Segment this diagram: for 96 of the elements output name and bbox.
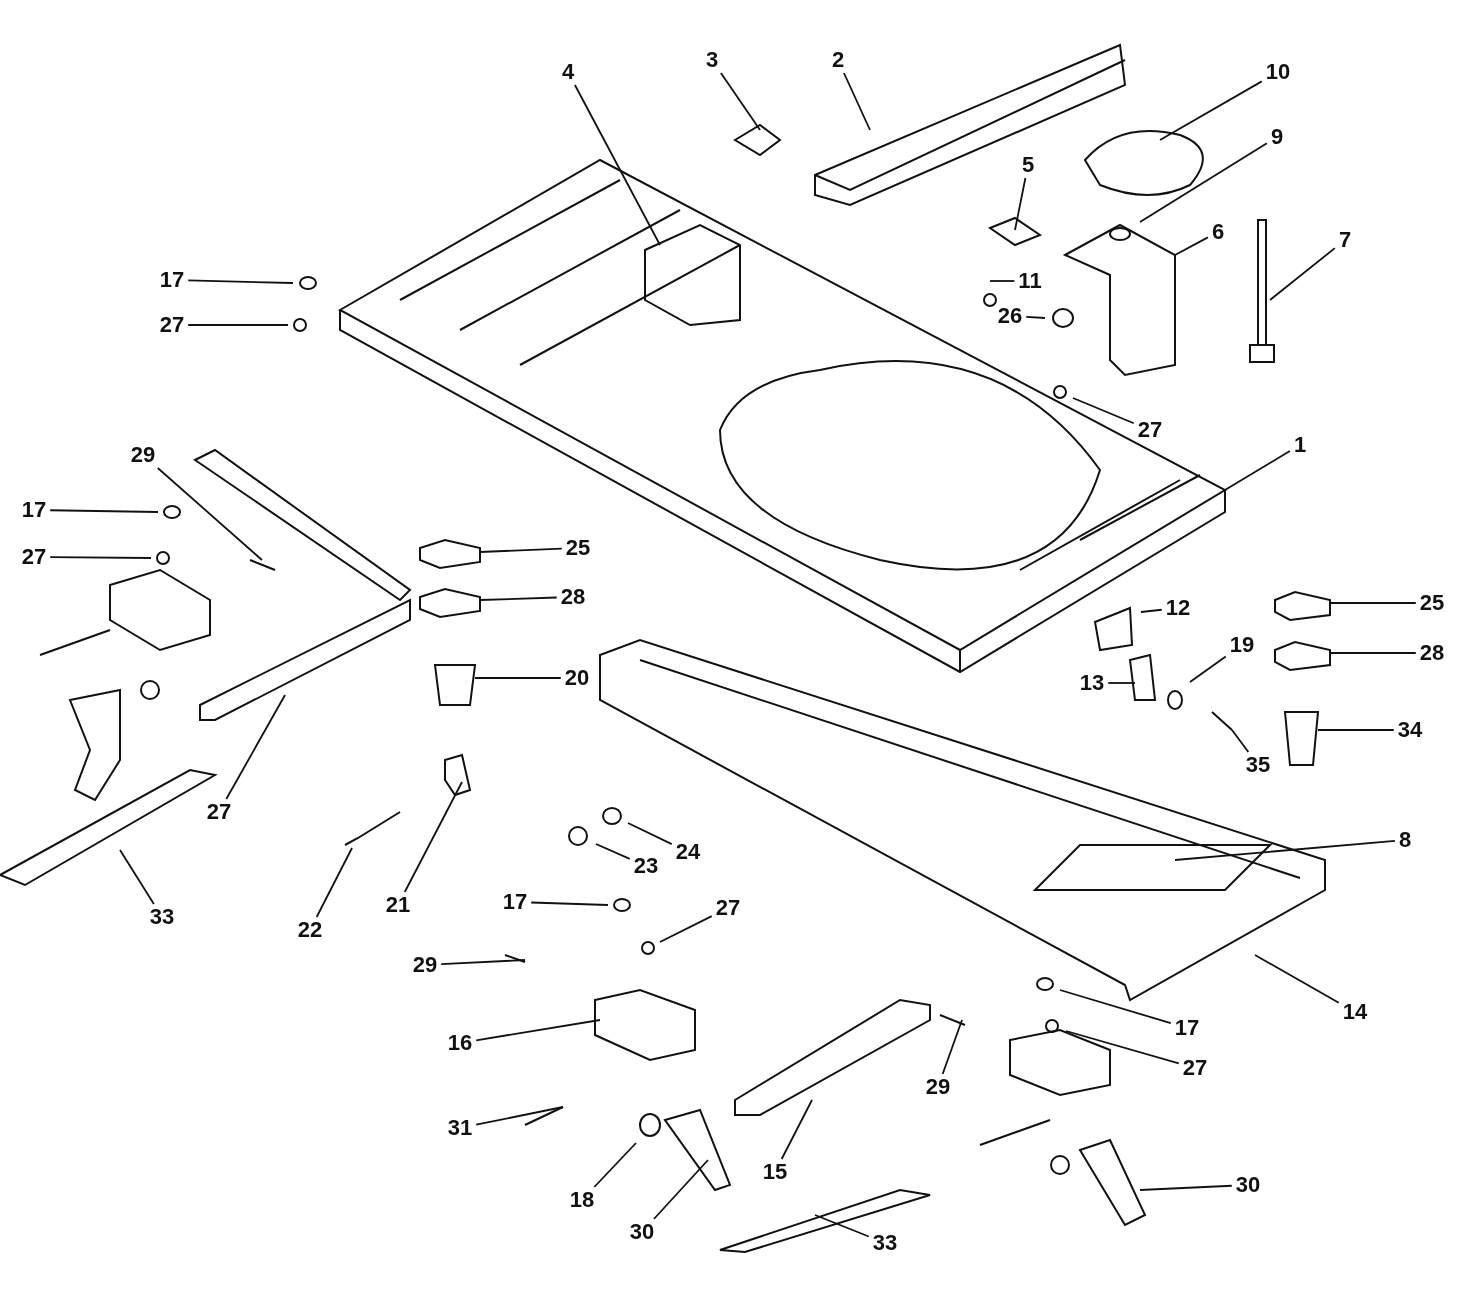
- callout-number: 17: [20, 498, 48, 522]
- callout-number: 4: [560, 60, 576, 84]
- callout-number: 23: [632, 854, 660, 878]
- callout-number: 6: [1210, 220, 1226, 244]
- leader-line: [1139, 1184, 1233, 1191]
- callout-number: 20: [563, 666, 591, 690]
- callout-number: 25: [1418, 591, 1446, 615]
- leader-line: [187, 324, 289, 326]
- leader-line: [119, 849, 155, 905]
- callout-number: 16: [446, 1031, 474, 1055]
- leader-line: [1189, 655, 1227, 683]
- leader-line: [574, 84, 661, 246]
- callout-number: 8: [1397, 828, 1413, 852]
- callout-number: 12: [1164, 596, 1192, 620]
- leader-line: [49, 556, 152, 559]
- leader-line: [403, 781, 463, 893]
- leader-line: [1224, 450, 1291, 491]
- callout-number: 27: [1136, 418, 1164, 442]
- callout-number: 30: [628, 1220, 656, 1244]
- callout-number: 17: [158, 268, 186, 292]
- callout-number: 24: [674, 840, 702, 864]
- callout-number: 33: [871, 1231, 899, 1255]
- leader-line: [1231, 729, 1250, 753]
- callout-number: 3: [704, 48, 720, 72]
- callout-number: 15: [761, 1160, 789, 1184]
- callout-number: 35: [1244, 753, 1272, 777]
- callout-number: 11: [1017, 269, 1043, 293]
- callout-number: 29: [411, 953, 439, 977]
- leader-line: [1140, 608, 1163, 613]
- leader-line: [225, 694, 286, 800]
- leader-line: [720, 72, 761, 131]
- callout-number: 2: [830, 48, 846, 72]
- callout-number: 33: [148, 905, 176, 929]
- leader-line: [843, 72, 871, 131]
- leader-line: [653, 1159, 709, 1220]
- leader-line: [595, 843, 631, 860]
- leader-line: [1329, 602, 1417, 604]
- callout-number: 10: [1264, 60, 1292, 84]
- callout-number: 22: [296, 918, 324, 942]
- callout-number: 19: [1228, 633, 1256, 657]
- leader-line: [814, 1214, 870, 1238]
- callout-number: 26: [996, 304, 1024, 328]
- callout-number: 17: [1173, 1016, 1201, 1040]
- callout-number: 30: [1234, 1173, 1262, 1197]
- leader-line: [1174, 236, 1209, 256]
- callout-number: 27: [20, 545, 48, 569]
- leader-line: [1065, 1030, 1180, 1065]
- callout-number: 27: [714, 896, 742, 920]
- leader-line: [530, 901, 609, 906]
- leader-line: [1107, 682, 1136, 684]
- leader-line: [1139, 142, 1268, 223]
- leader-line: [1059, 989, 1172, 1025]
- leader-line: [475, 1106, 564, 1126]
- callout-number: 5: [1020, 153, 1036, 177]
- leader-line: [780, 1099, 813, 1160]
- leader-line: [187, 279, 294, 284]
- leader-line: [1329, 652, 1417, 654]
- leader-line: [1317, 729, 1395, 731]
- leader-line: [49, 509, 159, 513]
- leader-line: [1174, 840, 1396, 861]
- leader-line: [1269, 247, 1336, 301]
- callout-number: 18: [568, 1188, 596, 1212]
- leader-line: [479, 596, 558, 601]
- leader-line: [941, 1019, 963, 1075]
- leader-line: [156, 467, 263, 561]
- leader-line: [1072, 397, 1135, 425]
- leader-line: [1025, 316, 1046, 319]
- leader-line: [593, 1142, 637, 1188]
- callout-number: 27: [1181, 1056, 1209, 1080]
- callout-number: 27: [158, 313, 186, 337]
- leader-line: [474, 677, 562, 679]
- leader-line: [475, 1019, 601, 1042]
- callout-number: 29: [924, 1075, 952, 1099]
- callout-number: 34: [1396, 718, 1424, 742]
- leader-line: [1254, 954, 1340, 1004]
- callout-number: 7: [1337, 228, 1353, 252]
- leader-line: [315, 847, 353, 918]
- leader-line: [1159, 80, 1263, 141]
- leader-line: [627, 822, 673, 846]
- callout-number: 28: [559, 585, 587, 609]
- callout-number: 14: [1341, 1000, 1369, 1024]
- callout-number: 28: [1418, 641, 1446, 665]
- callout-number: 1: [1292, 433, 1308, 457]
- leader-line: [989, 280, 1016, 282]
- leader-line: [479, 547, 563, 553]
- callout-number: 21: [384, 893, 412, 917]
- leader-line: [1014, 177, 1027, 231]
- leader-line: [440, 959, 526, 966]
- callout-number: 29: [129, 443, 157, 467]
- callout-number: 9: [1269, 125, 1285, 149]
- callout-number: 27: [205, 800, 233, 824]
- callout-number: 25: [564, 536, 592, 560]
- callout-number: 17: [501, 890, 529, 914]
- callout-number: 31: [446, 1116, 474, 1140]
- callout-number: 13: [1078, 671, 1106, 695]
- leader-line: [659, 915, 713, 943]
